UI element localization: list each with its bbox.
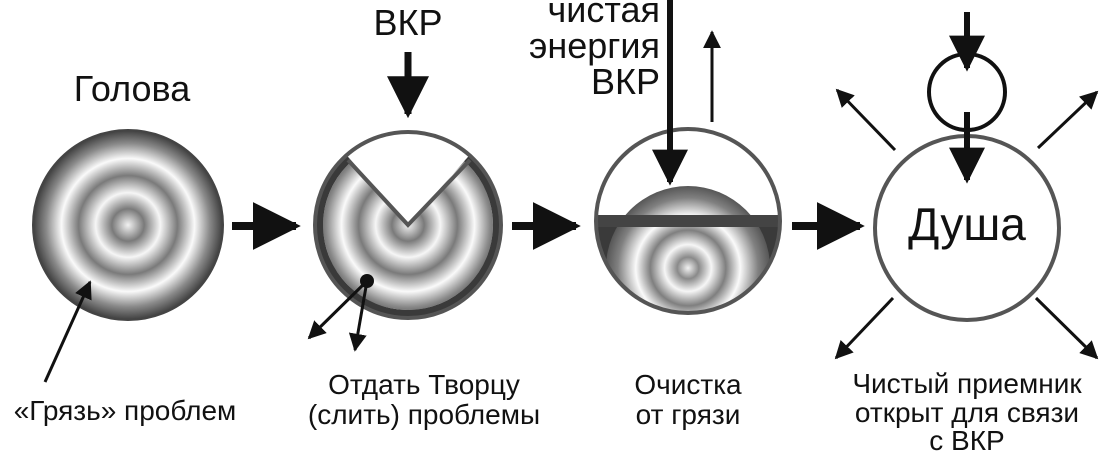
caption-clean-line-1: Очистка <box>634 369 742 400</box>
title-clean-line-1: чистая <box>547 0 660 30</box>
head-circle <box>32 129 224 321</box>
title-clean-line-2: энергия <box>528 25 660 66</box>
clean-circle <box>594 127 782 315</box>
drain-arrow-1 <box>307 279 369 340</box>
give-circle <box>313 130 503 320</box>
radiate-arrow-bottom-left <box>834 296 895 360</box>
title-clean: чистая энергия ВКР <box>500 0 660 100</box>
title-head: Голова <box>73 68 191 109</box>
caption-give-line-2: (слить) проблемы <box>307 399 541 431</box>
title-soul: Душа <box>908 198 1026 250</box>
caption-clean-line-2: от грязи <box>635 399 741 431</box>
caption-soul-line-3: с ВКР <box>929 425 1005 456</box>
radiate-arrow-top-left <box>835 88 897 152</box>
caption-soul-line-2: открыт для связи <box>854 396 1080 428</box>
dirt-pointer-arrow <box>43 280 92 383</box>
caption-give-line-1: Отдать Творцу <box>328 369 520 400</box>
title-clean-line-3: ВКР <box>591 61 660 102</box>
caption-soul-line-1: Чистый приемник <box>852 368 1082 399</box>
radiate-arrow-top-right <box>1036 90 1099 150</box>
radiate-arrow-bottom-right <box>1034 296 1099 360</box>
drain-arrow-2 <box>348 280 369 352</box>
caption-soul: Чистый приемник открыт для связи с ВКР <box>830 368 1104 456</box>
caption-clean: Очистка от грязи <box>598 369 778 431</box>
caption-give: Отдать Творцу (слить) проблемы <box>294 369 554 431</box>
title-give: ВКР <box>373 2 443 43</box>
caption-head: «Грязь» проблем <box>13 395 237 426</box>
